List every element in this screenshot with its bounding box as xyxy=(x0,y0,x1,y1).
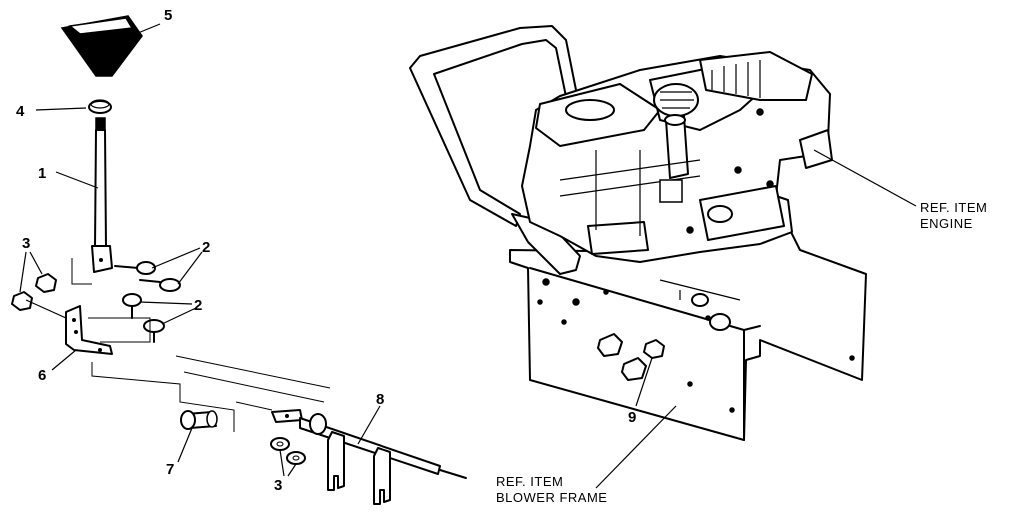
nut-9 xyxy=(643,339,665,359)
callout-3-left: 3 xyxy=(22,235,30,252)
engine xyxy=(521,51,833,263)
ref-engine-line2: ENGINE xyxy=(920,216,973,231)
washers-lower xyxy=(270,437,306,465)
callout-6: 6 xyxy=(38,367,46,384)
leader-9 xyxy=(635,357,653,407)
nuts-left xyxy=(11,273,57,311)
leader-5 xyxy=(137,23,161,34)
shift-rod xyxy=(91,117,113,273)
leader-3b-1 xyxy=(279,449,285,477)
leader-3a-2 xyxy=(19,251,27,293)
callout-9: 9 xyxy=(628,409,636,426)
assembly-guides xyxy=(71,258,331,432)
blower-frame xyxy=(509,229,867,441)
leader-ref-engine xyxy=(813,149,917,207)
bracket xyxy=(65,305,113,355)
leader-2a-1 xyxy=(151,247,201,269)
leader-8 xyxy=(357,405,381,445)
callout-8: 8 xyxy=(376,391,384,408)
callout-3-lower: 3 xyxy=(274,477,282,494)
bolts-upper xyxy=(114,261,181,292)
ref-engine-line1: REF. ITEM xyxy=(920,200,987,215)
ref-frame-line1: REF. ITEM xyxy=(496,474,563,489)
ref-frame-line2: BLOWER FRAME xyxy=(496,490,607,505)
leader-3b-2 xyxy=(287,463,297,477)
shift-shaft xyxy=(271,409,467,505)
leader-4 xyxy=(35,107,87,111)
leader-1 xyxy=(55,171,99,189)
bolts-lower xyxy=(122,293,165,343)
nut-4 xyxy=(88,99,112,114)
leader-6 xyxy=(51,349,77,371)
callout-7: 7 xyxy=(166,461,174,478)
handle xyxy=(409,25,581,275)
leader-6-a xyxy=(25,299,67,319)
callout-2-upper: 2 xyxy=(202,239,210,256)
leader-7 xyxy=(177,427,193,463)
bushing xyxy=(180,410,218,430)
leader-2b-2 xyxy=(161,307,197,325)
leader-2b-1 xyxy=(139,301,193,305)
callout-4: 4 xyxy=(16,103,25,120)
callout-5: 5 xyxy=(164,7,172,24)
leader-2a-2 xyxy=(177,251,203,285)
callout-1: 1 xyxy=(38,165,46,182)
shift-knob xyxy=(60,15,143,77)
callout-2-lower: 2 xyxy=(194,297,202,314)
leader-3a-1 xyxy=(29,251,43,275)
leader-ref-frame xyxy=(595,405,677,489)
